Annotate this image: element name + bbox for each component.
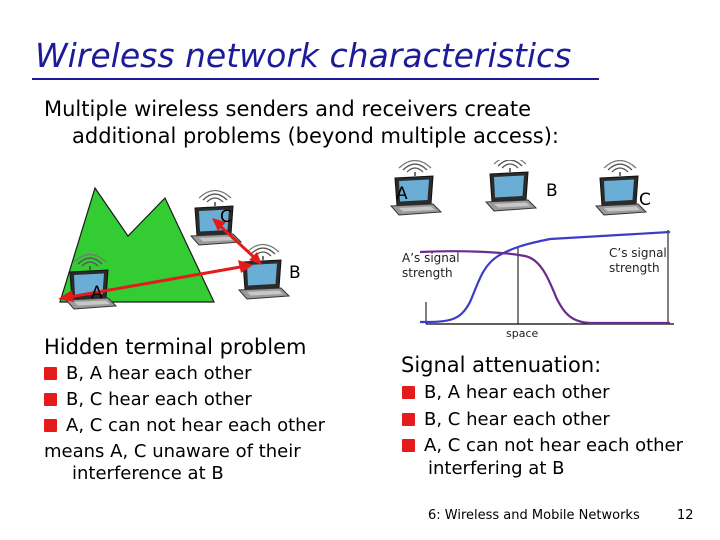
left-bullet-3: A, C can not hear each other [44, 415, 325, 436]
signal-strength-plot [420, 230, 674, 325]
right-label-b: B [546, 181, 558, 201]
bullet-icon [402, 386, 415, 399]
laptop-icon-b [485, 160, 537, 212]
footer-course: 6: Wireless and Mobile Networks [428, 508, 640, 523]
title-underline [32, 78, 599, 80]
footer-page-number: 12 [677, 508, 694, 523]
right-bullet-2: B, C hear each other [402, 409, 610, 430]
slide-title: Wireless network characteristics [35, 36, 572, 75]
right-note: interfering at B [428, 458, 565, 479]
left-label-b: B [289, 263, 301, 283]
left-bullet-1: B, A hear each other [44, 363, 252, 384]
right-label-c: C [639, 190, 651, 210]
c-signal-curve [420, 230, 671, 324]
c-signal-label-1: C’s signal [609, 246, 667, 260]
right-bullet-1: B, A hear each other [402, 382, 610, 403]
bullet-icon [402, 413, 415, 426]
left-label-a: A [91, 283, 103, 303]
a-signal-curve [420, 250, 670, 325]
laptop-icon-b [238, 243, 290, 300]
left-label-c: C [220, 207, 232, 227]
a-signal-label-1: A’s signal [402, 251, 460, 265]
right-bullet-3: A, C can not hear each other [402, 435, 683, 456]
left-note-1: means A, C unaware of their [44, 441, 301, 462]
arrow-c-b [212, 218, 262, 265]
signal-attenuation-heading: Signal attenuation: [401, 353, 602, 377]
left-note-2: interference at B [72, 463, 224, 484]
intro-line-2: additional problems (beyond multiple acc… [72, 124, 559, 148]
hidden-terminal-heading: Hidden terminal problem [44, 335, 307, 359]
a-signal-label-2: strength [402, 266, 453, 280]
c-signal-label-2: strength [609, 261, 660, 275]
bullet-icon [44, 367, 57, 380]
arrow-a-b [58, 260, 253, 302]
right-label-a: A [396, 184, 408, 204]
hidden-terminal-diagram [58, 186, 290, 310]
left-bullet-2: B, C hear each other [44, 389, 252, 410]
bullet-icon [44, 393, 57, 406]
intro-line-1: Multiple wireless senders and receivers … [44, 97, 532, 121]
bullet-icon [402, 439, 415, 452]
bullet-icon [44, 419, 57, 432]
axis-label-space: space [506, 327, 539, 340]
